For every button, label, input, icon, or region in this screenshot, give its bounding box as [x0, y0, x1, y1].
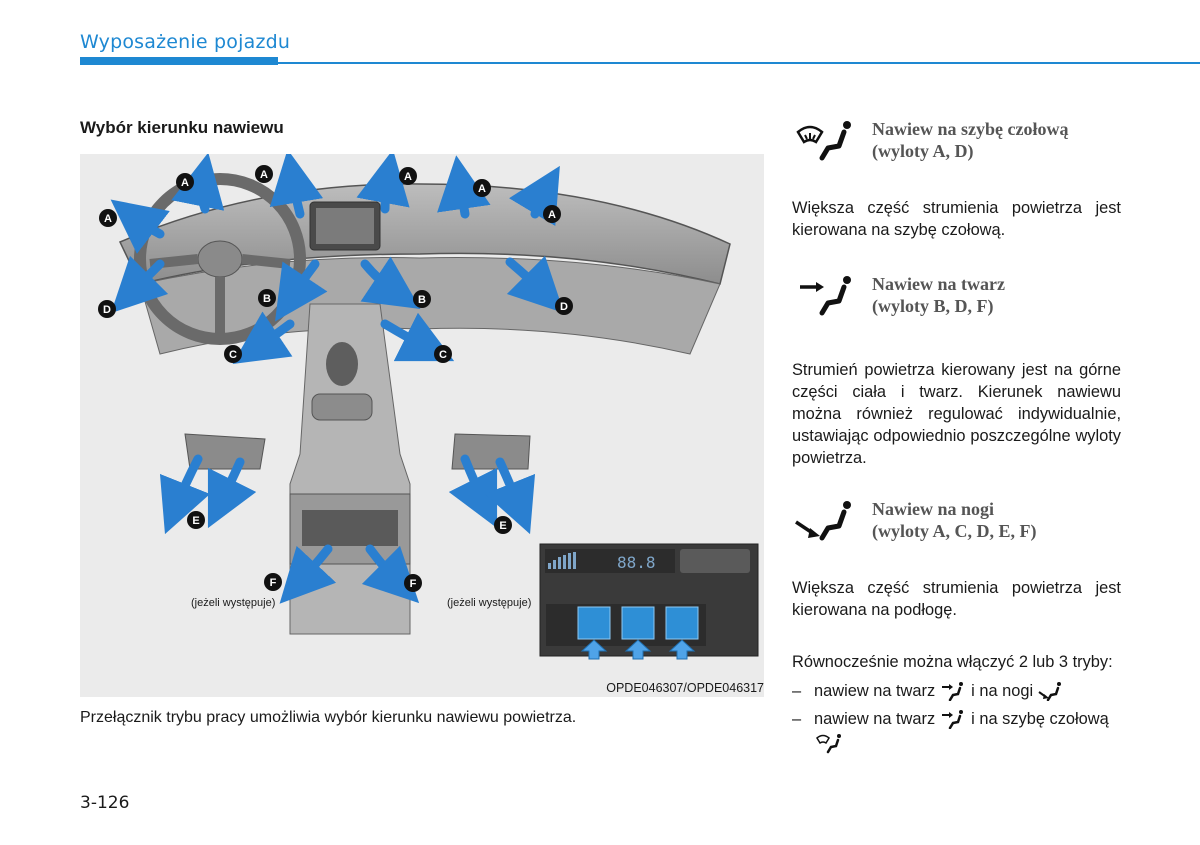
mode-outlets: (wyloty B, D, F): [872, 296, 994, 316]
mode-face: Nawiew na twarz (wyloty B, D, F): [792, 273, 1122, 323]
feet-person-icon: [1038, 682, 1062, 701]
mode-title: Nawiew na szybę czołową: [872, 119, 1069, 139]
label-a: A: [404, 171, 412, 183]
mode-description: Większa część strumienia powietrza jest …: [792, 579, 1121, 619]
mode-outlets: (wyloty A, D): [872, 141, 974, 161]
list-dash: –: [792, 681, 802, 700]
temp-readout: 88.8: [617, 553, 656, 572]
section-title: Wybór kierunku nawiewu: [80, 118, 284, 137]
label-e: E: [192, 515, 199, 527]
label-a: A: [548, 209, 556, 221]
label-d: D: [103, 304, 111, 316]
mode-title: Nawiew na twarz: [872, 274, 1005, 294]
label-a: A: [181, 177, 189, 189]
label-d: D: [560, 301, 568, 313]
label-b: B: [418, 294, 426, 306]
header-accent-bar: [80, 57, 278, 65]
windshield-person-icon: [796, 121, 851, 161]
windshield-person-icon: [816, 734, 841, 754]
mode-title: Nawiew na nogi: [872, 499, 995, 519]
mode-windshield: Nawiew na szybę czołową (wyloty A, D): [792, 118, 1122, 168]
combo-text: i na szybę czołową: [971, 709, 1109, 728]
combo-text: i na nogi: [971, 681, 1034, 700]
dashboard-illustration: A A A A A A B B C C D D E E F F 88.8: [98, 154, 759, 660]
label-e: E: [499, 520, 506, 532]
figure-code: OPDE046307/OPDE046317: [606, 681, 764, 695]
label-c: C: [439, 349, 447, 361]
chapter-title: Wyposażenie pojazdu: [80, 31, 291, 53]
label-f: F: [270, 577, 277, 589]
face-person-icon: [800, 276, 851, 316]
label-f: F: [410, 578, 417, 590]
header-rule: [80, 62, 1200, 64]
label-c: C: [229, 349, 237, 361]
label-a: A: [104, 213, 112, 225]
mode-feet: Nawiew na nogi (wyloty A, C, D, E, F): [792, 498, 1122, 548]
mode-description: Większa część strumienia powietrza jest …: [792, 199, 1121, 239]
combo-item: – nawiew na twarz i na szybę czołową: [792, 709, 1109, 729]
combo-text: nawiew na twarz: [814, 681, 936, 700]
mode-description: Strumień powietrza kierowany jest na gór…: [792, 361, 1121, 467]
face-person-icon: [942, 682, 964, 701]
optional-note: (jeżeli występuje): [191, 597, 276, 609]
page-number: 3-126: [80, 793, 130, 813]
list-dash: –: [792, 709, 802, 728]
optional-note: (jeżeli występuje): [447, 597, 532, 609]
vent-diagram: A A A A A A B B C C D D E E F F 88.8: [80, 154, 764, 697]
feet-person-icon: [795, 501, 851, 541]
combo-intro: Równocześnie można włączyć 2 lub 3 tryby…: [792, 653, 1113, 671]
combo-text: nawiew na twarz: [814, 709, 936, 728]
label-b: B: [263, 293, 271, 305]
label-a: A: [478, 183, 486, 195]
label-a: A: [260, 169, 268, 181]
mode-outlets: (wyloty A, C, D, E, F): [872, 521, 1037, 541]
combo-item: – nawiew na twarz i na nogi: [792, 681, 1069, 701]
face-person-icon: [942, 710, 964, 729]
figure-caption: Przełącznik trybu pracy umożliwia wybór …: [80, 709, 577, 726]
climate-panel-inset: 88.8: [539, 543, 759, 660]
